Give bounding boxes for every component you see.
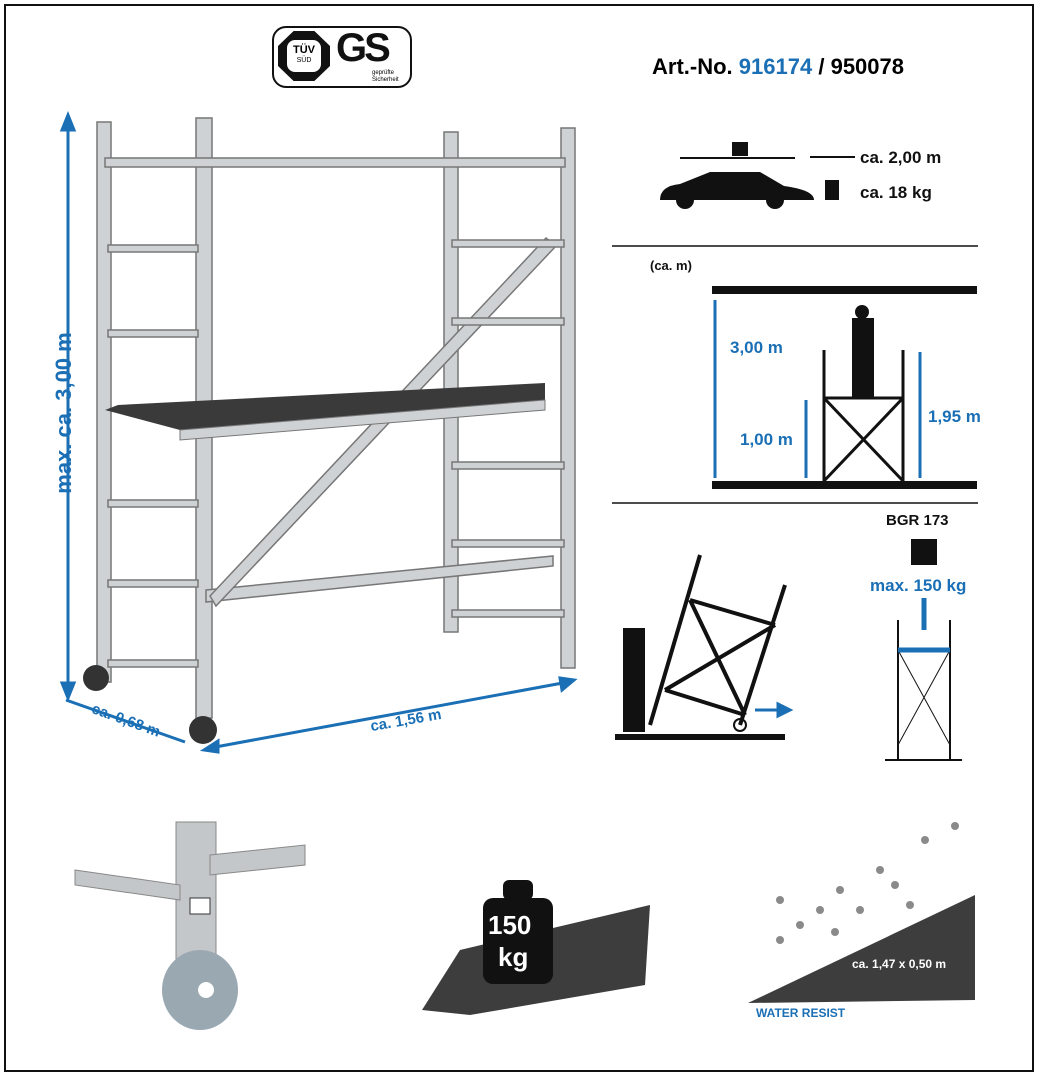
article-number-primary: 916174 [738, 54, 813, 79]
tuv-badge: TÜV SÜD [278, 31, 330, 81]
worker-icon [852, 318, 874, 398]
water-drops-icon [776, 822, 959, 944]
water-resist-label: WATER RESIST [756, 1006, 846, 1020]
certification-logo: TÜV SÜD GS geprüfte Sicherheit [272, 26, 412, 88]
transport-weight: ca. 18 kg [860, 183, 932, 202]
arrow-right-icon [755, 701, 794, 719]
load-weight-icon [911, 539, 937, 565]
unit-label: (ca. m) [650, 258, 692, 273]
weight-unit: kg [498, 942, 529, 972]
weight-block-icon [483, 880, 553, 984]
height-arrow [59, 110, 77, 703]
article-number: Art.-No. 916174 / 950078 [652, 54, 904, 80]
height-diagram [712, 286, 977, 489]
wheel-detail-image [74, 821, 306, 1030]
platform-height: 1,00 m [740, 430, 793, 449]
article-number-secondary: 950078 [830, 54, 904, 79]
reach-height: 3,00 m [730, 338, 783, 357]
max-height-label: max. ca. 3,00 m [51, 332, 76, 494]
total-height: 1,95 m [928, 407, 981, 426]
max-load-label: max. 150 kg [870, 576, 967, 595]
transport-length: ca. 2,00 m [860, 148, 942, 167]
tuv-sub-text: SÜD [296, 57, 312, 64]
gs-sub-text: geprüfte Sicherheit [372, 70, 399, 83]
weight-icon [825, 180, 839, 200]
standard-label: BGR 173 [886, 512, 949, 529]
article-prefix: Art.-No. [652, 54, 733, 79]
load-diagram [885, 539, 962, 761]
platform-water-image [748, 895, 975, 1003]
car-icon [660, 142, 814, 209]
sheet-frame [4, 4, 1034, 1072]
wheel-icon [83, 665, 217, 744]
article-separator: / [818, 54, 825, 79]
weight-value: 150 [488, 910, 532, 940]
moving-diagram [615, 554, 787, 740]
tuv-text: TÜV [293, 44, 315, 56]
depth-arrow [65, 676, 578, 754]
platform-size: ca. 1,47 x 0,50 m [852, 957, 947, 971]
platform [105, 383, 545, 430]
gs-text: GS [336, 26, 391, 70]
